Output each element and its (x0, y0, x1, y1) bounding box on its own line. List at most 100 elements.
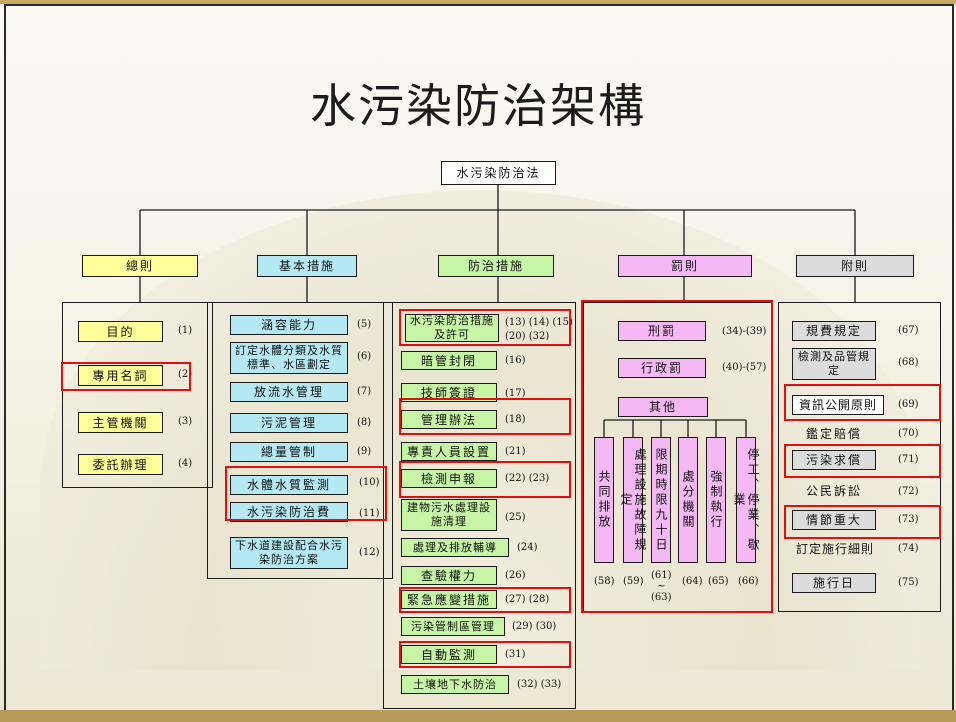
basic-item-water-classification: 訂定水體分類及水質標準、水區劃定 (230, 342, 348, 374)
basic-item-sewer-plan: 下水道建設配合水污染防治方案 (230, 537, 348, 569)
appendix-item-quality-control: 檢測及品管規定 (792, 348, 876, 380)
prevention-ref-31: (31) (505, 649, 526, 660)
general-ref-2: (2) (178, 369, 193, 380)
prevention-ref-16: (16) (505, 355, 526, 366)
basic-ref-6: (6) (357, 351, 372, 362)
prevention-item-building-sewage: 建物污水處理設施清理 (401, 499, 497, 531)
penalty-sub-enforcement: 強制執行 (706, 437, 726, 563)
penalty-sub-joint-discharge: 共同排放 (594, 437, 614, 563)
general-ref-3: (3) (178, 416, 193, 427)
appendix-item-citizen-suit: 公民訴訟 (805, 484, 862, 498)
highlight-prevention-testing (399, 461, 571, 498)
prevention-item-testing-report: 檢測申報 (401, 469, 497, 488)
penalty-sub-ref-65: (65) (708, 576, 729, 587)
prevention-item-hidden-pipe: 暗管封閉 (401, 351, 497, 370)
basic-ref-10: (10) (359, 477, 380, 488)
prevention-item-engineer-cert: 技師簽證 (401, 383, 497, 402)
basic-item-sludge: 污泥管理 (230, 413, 348, 433)
basic-ref-5: (5) (357, 319, 372, 330)
appendix-item-serious-circumstances: 情節重大 (792, 510, 876, 530)
prevention-ref-29-30: (29) (30) (512, 621, 557, 632)
appendix-ref-67: (67) (898, 325, 919, 336)
basic-ref-12: (12) (359, 547, 380, 558)
prevention-ref-32-33: (32) (33) (517, 679, 562, 690)
penalty-sub-ref-61-63: (61) ~ (63) (651, 570, 672, 603)
category-penalties: 罰則 (618, 255, 752, 277)
prevention-item-guidance: 處理及排放輔導 (401, 538, 509, 557)
appendix-ref-74: (74) (898, 543, 919, 554)
penalty-sub-ref-58: (58) (594, 576, 615, 587)
highlight-prevention-auto-monitoring (399, 641, 571, 668)
basic-item-water-monitoring: 水體水質監測 (230, 475, 348, 495)
prevention-column (383, 302, 576, 709)
prevention-ref-26: (26) (505, 570, 526, 581)
appendix-item-enforcement-rules: 訂定施行細則 (795, 542, 874, 556)
appendix-ref-71: (71) (898, 454, 919, 465)
basic-column (207, 302, 393, 579)
general-item-authority: 主管機關 (78, 412, 163, 433)
appendix-item-compensation: 鑑定賠償 (805, 427, 862, 441)
appendix-ref-69: (69) (898, 399, 919, 410)
highlight-prevention-permit (399, 309, 571, 346)
general-item-delegation: 委託辦理 (78, 454, 163, 475)
prevention-ref-17: (17) (505, 388, 526, 399)
penalty-ref-criminal: (34)-(39) (722, 326, 767, 337)
basic-item-capacity: 涵容能力 (230, 315, 348, 335)
basic-item-effluent: 放流水管理 (230, 382, 348, 402)
prevention-item-inspection: 查驗權力 (401, 566, 497, 585)
highlight-appendix-serious (784, 505, 941, 539)
prevention-ref-27-28: (27) (28) (505, 594, 550, 605)
general-item-purpose: 目的 (78, 321, 163, 342)
highlight-prevention-management (399, 398, 571, 435)
appendix-ref-72: (72) (898, 486, 919, 497)
prevention-item-auto-monitoring: 自動監測 (401, 645, 497, 664)
appendix-item-effective-date: 施行日 (792, 573, 876, 593)
prevention-item-management: 管理辦法 (401, 410, 497, 429)
highlight-prevention-emergency (399, 587, 571, 613)
highlight-appendix-claim (784, 444, 941, 478)
penalty-sub-authority: 處分機關 (678, 437, 698, 563)
prevention-item-control-zone: 污染管制區管理 (401, 617, 505, 636)
penalty-sub-ref-59: (59) (623, 576, 644, 587)
prevention-item-staff: 專責人員設置 (401, 442, 497, 461)
prevention-ref-24: (24) (517, 542, 538, 553)
appendix-item-info-disclosure: 資訊公開原則 (792, 395, 884, 415)
highlight-basic-monitoring-fee (225, 466, 387, 521)
category-appendix: 附則 (796, 255, 914, 277)
highlight-general-terms (61, 362, 191, 391)
appendix-ref-73: (73) (898, 514, 919, 525)
penalty-sub-deadline: 限期時限九十日 (651, 437, 671, 563)
basic-ref-11: (11) (359, 508, 380, 519)
prevention-ref-permit: (13) (14) (15) (20) (32) (505, 317, 573, 342)
prevention-item-soil-groundwater: 土壤地下水防治 (401, 675, 509, 694)
prevention-item-emergency: 緊急應變措施 (401, 590, 497, 609)
slide-title: 水污染防治架構 (310, 79, 646, 133)
bottom-accent-bar (0, 710, 956, 722)
prevention-ref-18: (18) (505, 414, 526, 425)
appendix-ref-75: (75) (898, 577, 919, 588)
general-column (62, 302, 213, 488)
prevention-ref-22-23: (22) (23) (505, 473, 550, 484)
prevention-item-permit: 水污染防治措施及許可 (405, 314, 499, 342)
basic-ref-8: (8) (357, 417, 372, 428)
prevention-ref-21: (21) (505, 446, 526, 457)
highlight-penalty-column (581, 300, 773, 613)
penalty-ref-admin: (40)-(57) (722, 362, 767, 373)
appendix-item-fees: 規費規定 (792, 321, 876, 341)
penalty-sub-ref-66: (66) (738, 576, 759, 587)
category-basic-measures: 基本措施 (257, 255, 357, 277)
general-ref-1: (1) (178, 325, 193, 336)
category-general: 總則 (82, 255, 198, 277)
top-accent-bar (0, 0, 956, 4)
penalty-item-other: 其他 (618, 397, 708, 417)
appendix-ref-70: (70) (898, 428, 919, 439)
basic-ref-9: (9) (357, 446, 372, 457)
prevention-ref-25: (25) (505, 512, 526, 523)
penalty-item-administrative: 行政罰 (618, 358, 706, 378)
highlight-appendix-info (784, 384, 941, 421)
penalty-sub-ref-64: (64) (682, 576, 703, 587)
basic-ref-7: (7) (357, 386, 372, 397)
root-law-box: 水污染防治法 (441, 161, 556, 185)
basic-item-pollution-fee: 水污染防治費 (230, 502, 348, 522)
appendix-ref-68: (68) (898, 357, 919, 368)
